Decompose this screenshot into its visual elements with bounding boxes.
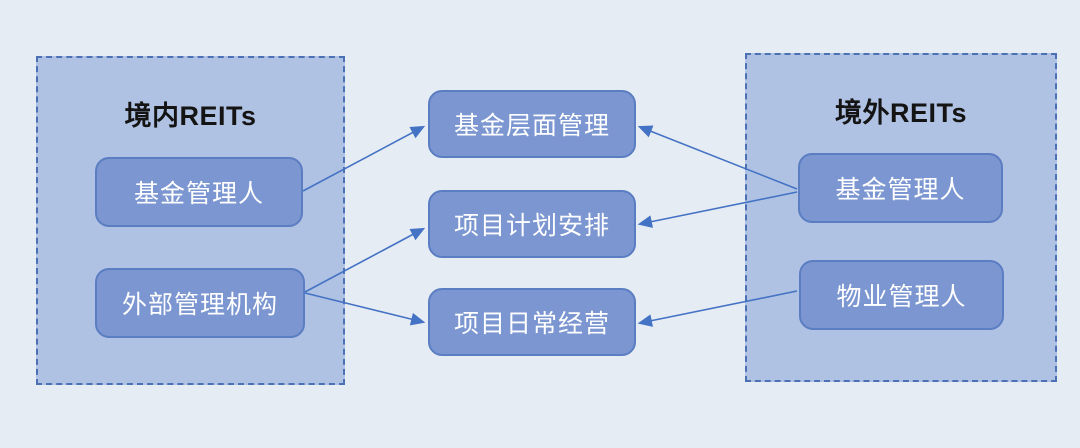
node-overseas-fund-manager: 基金管理人: [798, 153, 1003, 223]
node-fund-level-management: 基金层面管理: [428, 90, 636, 158]
overseas-reits-title: 境外REITs: [834, 98, 967, 128]
node-property-manager: 物业管理人: [799, 260, 1004, 330]
domestic-reits-title: 境内REITs: [124, 101, 257, 131]
node-project-plan-arrangement: 项目计划安排: [428, 190, 636, 258]
node-project-daily-operation: 项目日常经营: [428, 288, 636, 356]
node-domestic-external-manager: 外部管理机构: [95, 268, 305, 338]
node-domestic-fund-manager: 基金管理人: [95, 157, 303, 227]
